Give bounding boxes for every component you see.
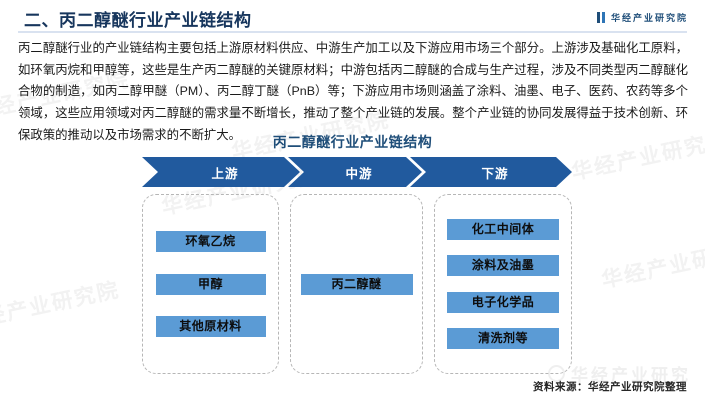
panel-midstream: 丙二醇醚 <box>290 194 423 374</box>
stage-banner-row: 上游 中游 下游 <box>142 157 572 187</box>
source-note: 资料来源：华经产业研究院整理 <box>533 381 687 393</box>
brand-logo-label: 华经产业研究院 <box>610 13 688 23</box>
page-title: 二、丙二醇醚行业产业链结构 <box>24 11 252 30</box>
panel-upstream: 环氧乙烷 甲醇 其他原材料 <box>142 194 279 374</box>
header-divider <box>18 31 687 33</box>
node-item: 其他原材料 <box>155 316 266 338</box>
body-paragraph: 丙二醇醚行业的产业链结构主要包括上游原材料供应、中游生产加工以及下游应用市场三个… <box>18 41 688 142</box>
bracket-bars-icon <box>596 12 606 23</box>
diagram-title: 丙二醇醚行业产业链结构 <box>272 134 433 150</box>
panel-downstream: 化工中间体 涂料及油墨 电子化学品 清洗剂等 <box>434 194 572 374</box>
node-item: 电子化学品 <box>447 291 559 313</box>
node-item: 涂料及油墨 <box>447 255 559 277</box>
node-item: 清洗剂等 <box>447 328 559 350</box>
stage-panels: 环氧乙烷 甲醇 其他原材料 丙二醇醚 化工中间体 涂料及油墨 电子化学品 清洗剂… <box>142 194 572 374</box>
supply-chain-diagram: 丙二醇醚行业产业链结构 上游 中游 下游 环氧乙烷 甲醇 其他原材料 丙二醇醚 … <box>0 132 705 377</box>
node-item: 甲醇 <box>155 273 266 295</box>
stage-banner-downstream: 下游 <box>410 157 572 187</box>
page-header: 二、丙二醇醚行业产业链结构 华经产业研究院 <box>0 0 705 33</box>
node-item: 丙二醇醚 <box>300 273 413 295</box>
stage-banner-upstream: 上游 <box>142 157 300 187</box>
brand-logo: 华经产业研究院 <box>596 11 688 24</box>
node-item: 化工中间体 <box>447 218 559 240</box>
stage-banner-midstream: 中游 <box>288 157 422 187</box>
node-item: 环氧乙烷 <box>155 230 266 252</box>
